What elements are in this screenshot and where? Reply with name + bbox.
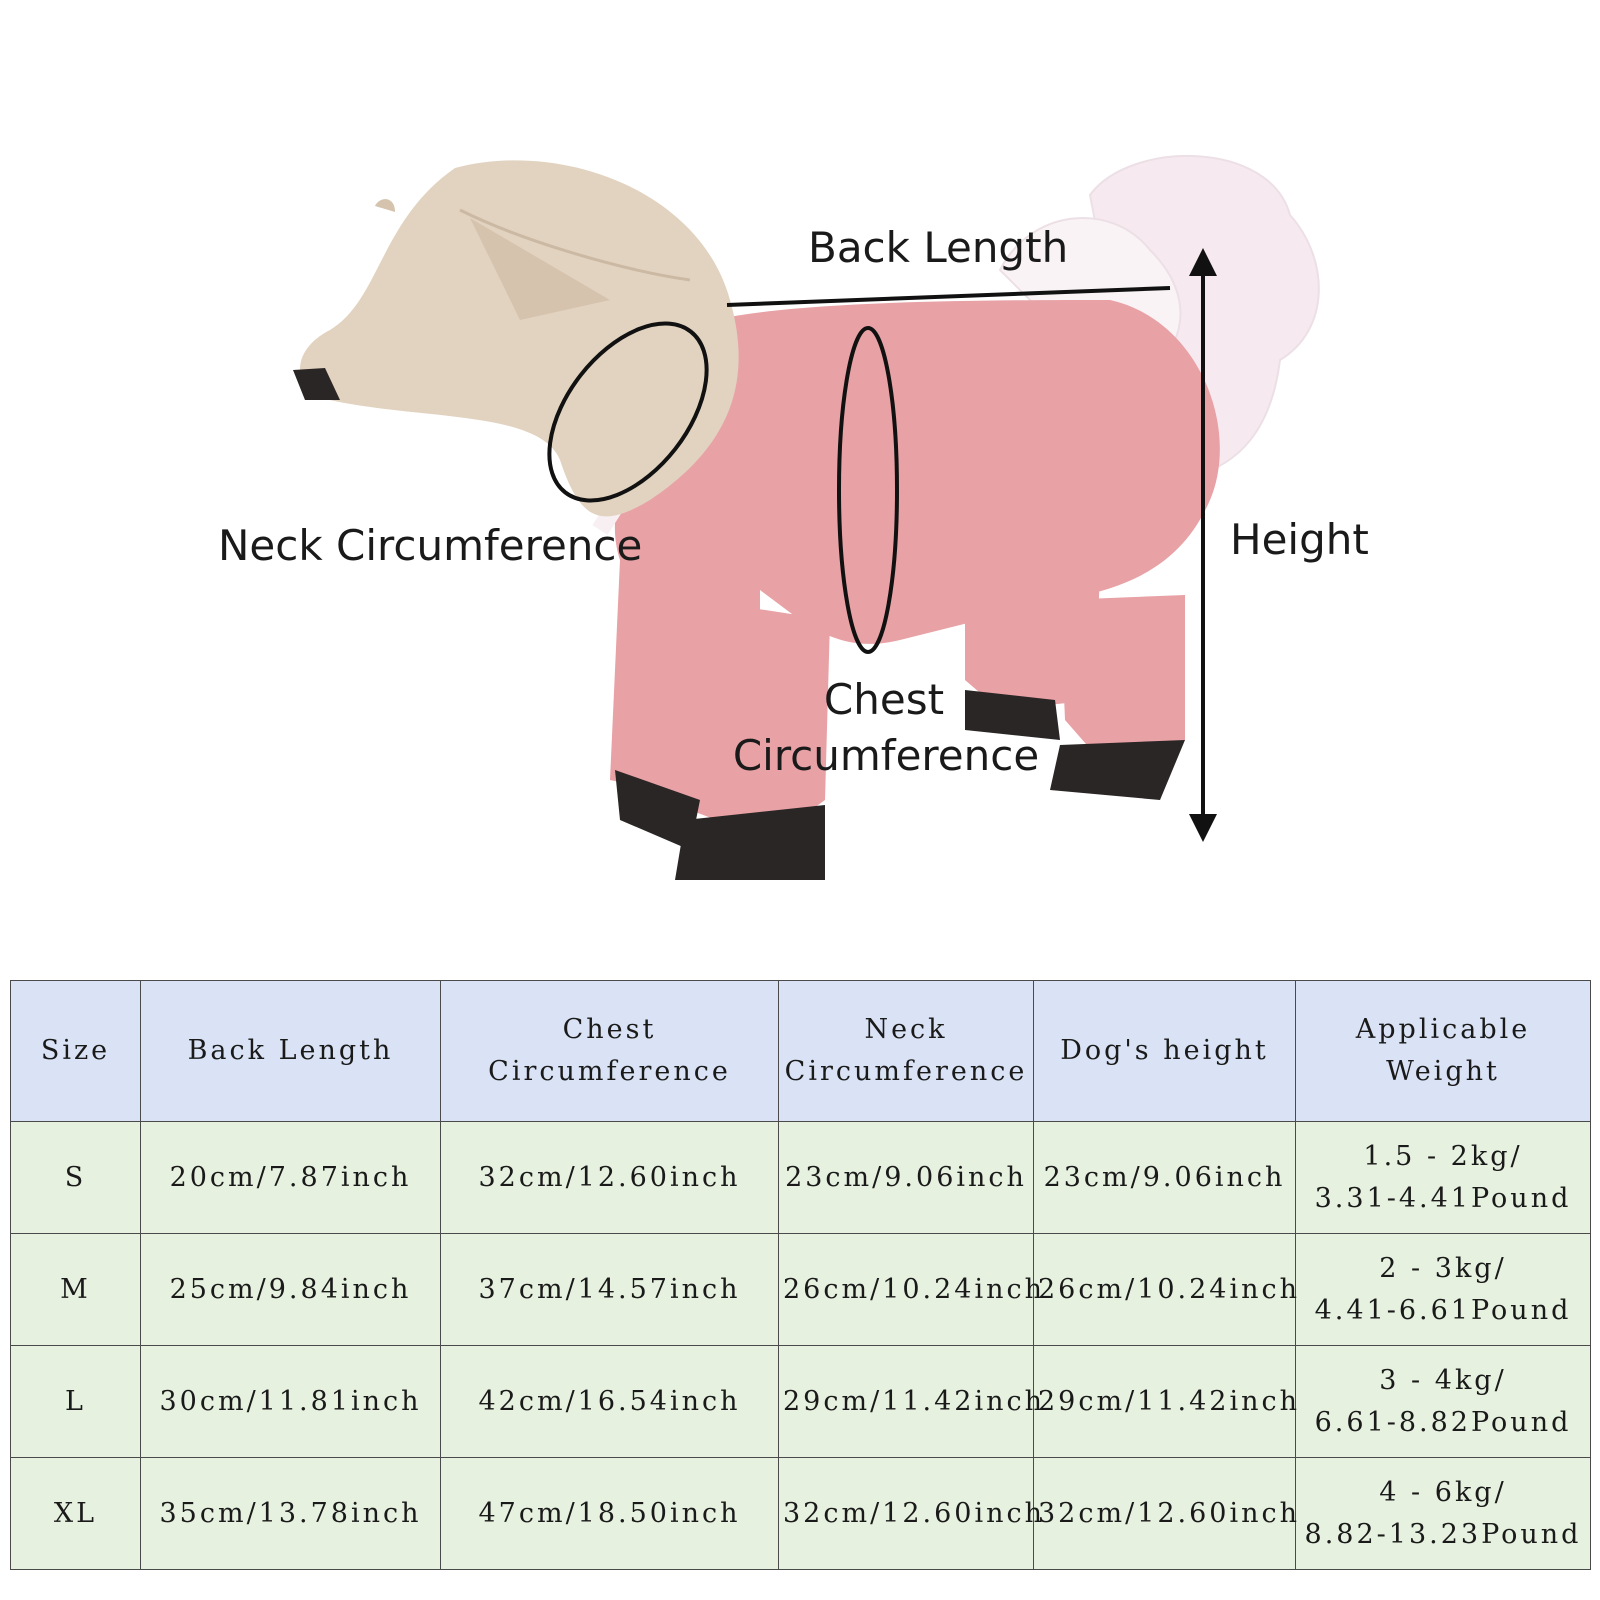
header-size: Size: [10, 980, 141, 1122]
cell-neck: 32cm/12.60inch: [778, 1457, 1042, 1570]
cell-back-length: 25cm/9.84inch: [140, 1233, 441, 1346]
table-row: M 25cm/9.84inch 37cm/14.57inch 26cm/10.2…: [10, 1233, 1591, 1346]
neck-measure-ellipse: [547, 321, 709, 503]
cell-size: M: [10, 1233, 141, 1346]
chest-circumference-label-line2: Circumference: [733, 731, 1039, 780]
front-legs: [610, 560, 830, 880]
back-length-label: Back Length: [808, 223, 1068, 272]
cell-height: 32cm/12.60inch: [1033, 1457, 1297, 1570]
cell-size: S: [10, 1121, 141, 1234]
cell-height: 23cm/9.06inch: [1033, 1121, 1296, 1234]
header-back-length: Back Length: [140, 980, 441, 1122]
header-dogs-height: Dog's height: [1033, 980, 1296, 1122]
header-chest-circumference: Chest Circumference: [440, 980, 779, 1122]
cell-neck: 29cm/11.42inch: [778, 1345, 1042, 1458]
table-row: L 30cm/11.81inch 42cm/16.54inch 29cm/11.…: [10, 1345, 1591, 1458]
cell-chest: 32cm/12.60inch: [440, 1121, 779, 1234]
cell-height: 26cm/10.24inch: [1033, 1233, 1297, 1346]
size-chart-table: Size Back Length Chest Circumference Nec…: [10, 980, 1591, 1570]
header-neck-circumference: Neck Circumference: [778, 980, 1034, 1122]
cell-back-length: 30cm/11.81inch: [140, 1345, 441, 1458]
cell-back-length: 20cm/7.87inch: [140, 1121, 441, 1234]
cell-weight: 3 - 4kg/ 6.61-8.82Pound: [1295, 1345, 1591, 1458]
chest-circumference-label-line1: Chest: [824, 675, 944, 724]
cell-weight: 4 - 6kg/ 8.82-13.23Pound: [1295, 1457, 1591, 1570]
neck-circumference-label: Neck Circumference: [218, 521, 642, 570]
cell-size: L: [10, 1345, 141, 1458]
header-applicable-weight: Applicable Weight: [1295, 980, 1591, 1122]
cell-chest: 47cm/18.50inch: [440, 1457, 779, 1570]
height-label: Height: [1230, 515, 1369, 564]
dog-measurement-illustration: Back Length Neck Circumference Height Ch…: [218, 154, 1369, 880]
cell-height: 29cm/11.42inch: [1033, 1345, 1297, 1458]
cell-weight: 2 - 3kg/ 4.41-6.61Pound: [1295, 1233, 1591, 1346]
cell-chest: 42cm/16.54inch: [440, 1345, 779, 1458]
table-row: XL 35cm/13.78inch 47cm/18.50inch 32cm/12…: [10, 1457, 1591, 1570]
cell-neck: 26cm/10.24inch: [778, 1233, 1042, 1346]
cell-chest: 37cm/14.57inch: [440, 1233, 779, 1346]
dog-mannequin-head: [293, 160, 739, 517]
cell-neck: 23cm/9.06inch: [778, 1121, 1034, 1234]
cell-size: XL: [10, 1457, 141, 1570]
table-row: S 20cm/7.87inch 32cm/12.60inch 23cm/9.06…: [10, 1121, 1591, 1234]
cell-weight: 1.5 - 2kg/ 3.31-4.41Pound: [1295, 1121, 1591, 1234]
table-header-row: Size Back Length Chest Circumference Nec…: [10, 980, 1591, 1122]
back-length-line: [726, 286, 1171, 307]
chest-measure-ellipse: [837, 326, 899, 654]
cell-back-length: 35cm/13.78inch: [140, 1457, 441, 1570]
annotations: Back Length Neck Circumference Height Ch…: [218, 223, 1369, 842]
